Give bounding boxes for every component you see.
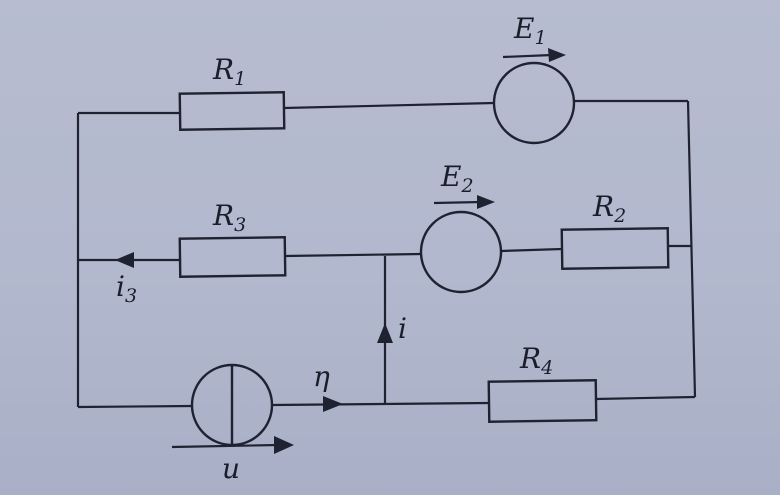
- resistor-r1: [178, 91, 286, 131]
- label-e1: E1: [513, 12, 547, 49]
- current-source-u: [190, 363, 274, 447]
- wire-bottom-left: [77, 404, 194, 409]
- arrow-i: [377, 323, 393, 343]
- label-e2: E2: [440, 160, 474, 197]
- label-u: u: [222, 452, 240, 485]
- resistor-r4: [487, 379, 598, 423]
- wire-right-vertical: [686, 100, 697, 398]
- label-r4: R4: [519, 342, 553, 379]
- resistor-r3: [178, 236, 287, 278]
- arrow-eta: [323, 396, 343, 412]
- arrow-e1: [502, 48, 566, 62]
- label-r2: R2: [592, 190, 626, 227]
- wires: [76, 99, 697, 409]
- label-eta: η: [313, 360, 330, 393]
- wire-middle-right-a: [500, 247, 563, 253]
- wire-bottom-middle: [271, 401, 490, 407]
- wire-middle-center: [284, 252, 422, 258]
- label-r1: R1: [212, 53, 246, 90]
- voltage-source-e1: [492, 61, 576, 145]
- arrow-e2: [433, 195, 495, 209]
- wire-top-middle: [283, 101, 495, 110]
- label-r3: R3: [212, 199, 246, 236]
- voltage-source-e2: [419, 210, 503, 294]
- label-i3: i3: [116, 270, 137, 307]
- resistor-r2: [560, 227, 670, 270]
- label-i: i: [398, 312, 407, 345]
- wire-bottom-right: [595, 395, 696, 401]
- arrow-u: [171, 436, 294, 454]
- arrow-i3: [115, 252, 134, 268]
